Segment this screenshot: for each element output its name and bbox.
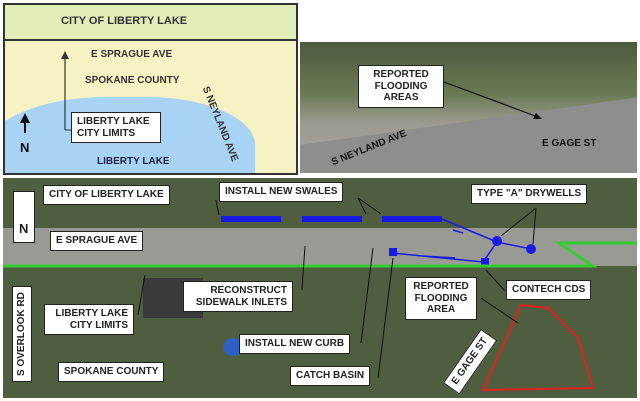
storm-pipes	[391, 218, 532, 263]
inset-arrows	[20, 51, 71, 133]
photo-street-label: E GAGE ST	[542, 138, 597, 149]
street-label: E SPRAGUE AVE	[50, 231, 144, 251]
inset-street-label: E SPRAGUE AVE	[91, 49, 173, 60]
flooding-label: REPORTED FLOODING AREA	[405, 277, 477, 320]
county-label: SPOKANE COUNTY	[58, 362, 165, 382]
aerial-overlay	[3, 197, 637, 392]
inset-map: CITY OF LIBERTY LAKE E SPRAGUE AVE SPOKA…	[3, 3, 298, 175]
drywells	[389, 236, 536, 266]
aerial-map: N CITY OF LIBERTY LAKE INSTALL NEW SWALE…	[3, 178, 637, 398]
inset-north-label: N	[20, 140, 30, 155]
city-limits-line	[3, 241, 637, 268]
limits-label: LIBERTY LAKE CITY LIMITS	[44, 304, 134, 335]
north-label: N	[19, 221, 29, 236]
inset-lake-label: LIBERTY LAKE	[97, 156, 170, 167]
north-label-box: N	[13, 191, 35, 243]
city-area	[5, 5, 296, 41]
inset-county-label: SPOKANE COUNTY	[85, 75, 180, 86]
city-label: CITY OF LIBERTY LAKE	[43, 185, 170, 205]
flooding-area	[481, 303, 595, 392]
callout-lines	[137, 197, 537, 379]
inlets-label: RECONSTRUCT SIDEWALK INLETS	[183, 281, 293, 312]
inset-city-label: CITY OF LIBERTY LAKE	[61, 15, 188, 27]
contech-label: CONTECH CDS	[506, 280, 592, 300]
photo-flooding-label: REPORTED FLOODING AREAS	[358, 65, 444, 108]
street-photo: REPORTED FLOODING AREAS S NEYLAND AVE E …	[300, 42, 637, 173]
overlook-label: S OVERLOOK RD	[12, 286, 32, 382]
curb-label: INSTALL NEW CURB	[239, 334, 351, 354]
drywells-label: TYPE "A" DRYWELLS	[471, 184, 588, 204]
north-arrow-icon	[20, 113, 30, 123]
photo-arrow	[443, 81, 542, 119]
basin-label: CATCH BASIN	[290, 366, 371, 386]
swales-label: INSTALL NEW SWALES	[219, 182, 344, 202]
inset-limits-label: LIBERTY LAKE CITY LIMITS	[71, 112, 161, 143]
